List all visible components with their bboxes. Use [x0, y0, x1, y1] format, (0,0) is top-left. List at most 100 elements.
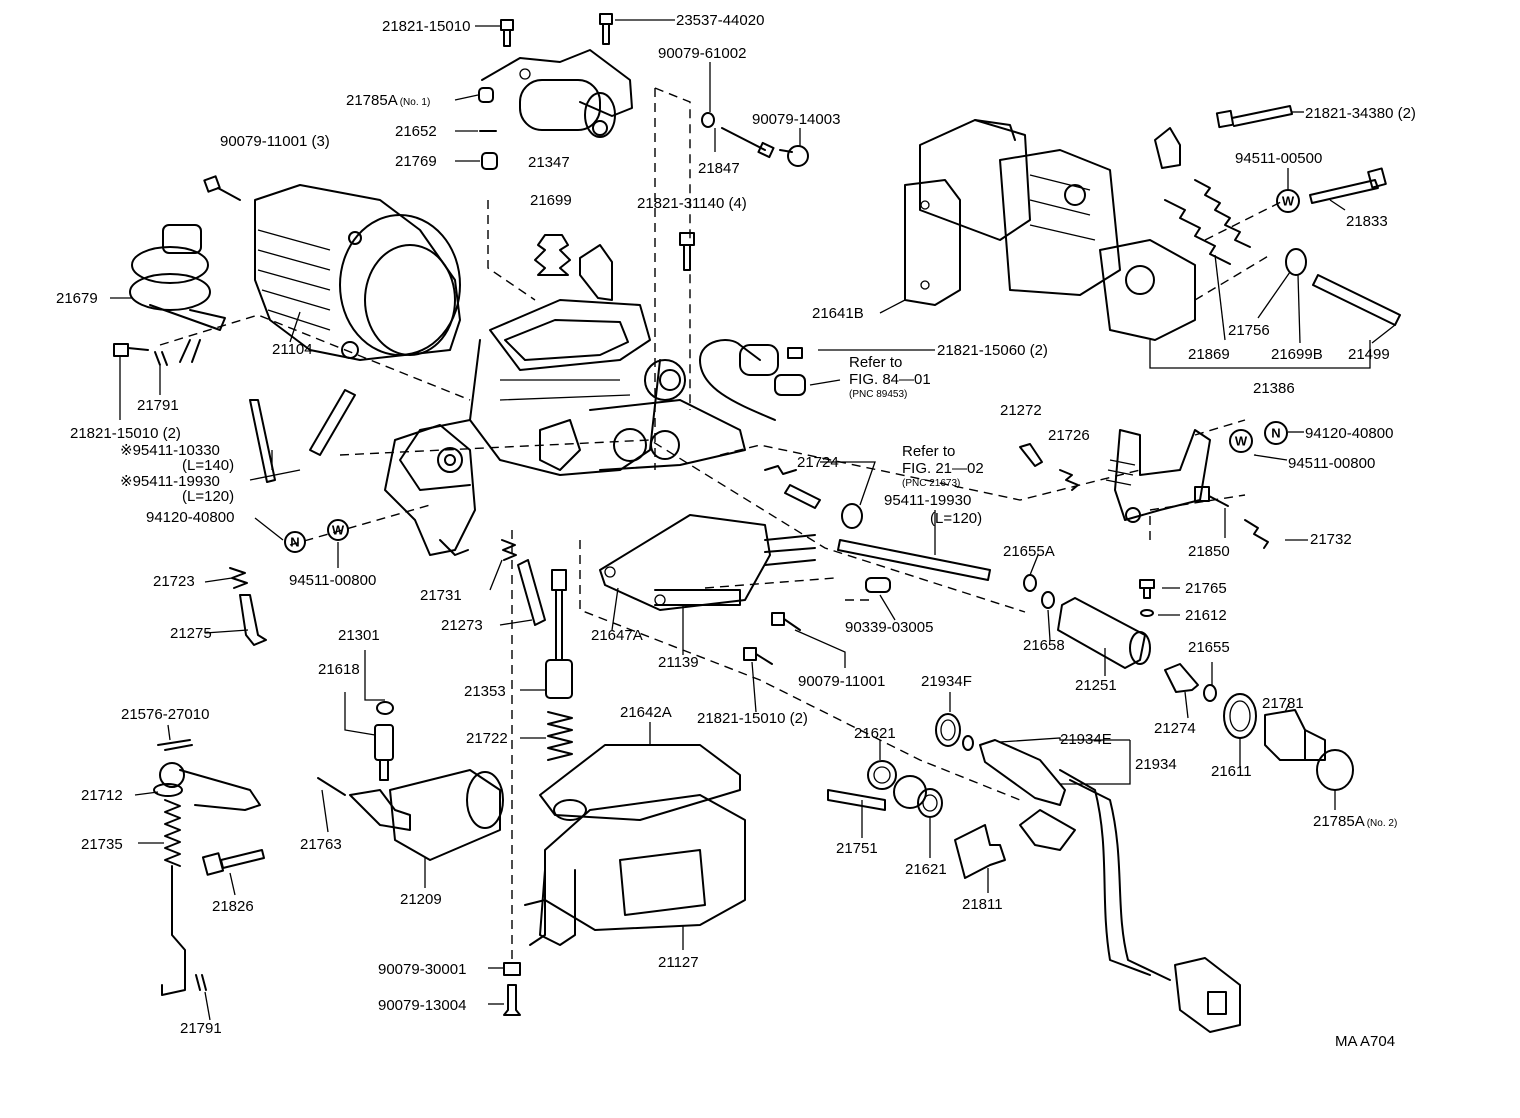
label-21655: 21655	[1188, 639, 1230, 656]
label-90079-11001-mid: 90079-11001	[798, 673, 885, 690]
nut-90079-30001	[503, 962, 521, 976]
bracket-21647a	[599, 514, 816, 611]
washer-n-right: N	[1264, 421, 1288, 445]
throttle-linkage	[384, 424, 476, 556]
bolt-21821-15010-2-left	[113, 343, 149, 357]
label-21850: 21850	[1188, 543, 1230, 560]
label-fig-84-01: FIG. 84—01	[849, 371, 931, 388]
boot-21699	[534, 234, 571, 276]
solenoid-21347	[481, 49, 633, 138]
label-21273: 21273	[441, 617, 483, 634]
label-94120-40800-left: 94120-40800	[146, 509, 234, 526]
label-21821-15010-2-left: 21821-15010 (2)	[70, 425, 181, 442]
screw-90079-13004	[503, 984, 521, 1016]
label-21104: 21104	[272, 341, 313, 358]
label-21934e: 21934E	[1060, 731, 1112, 748]
switch-21781	[1264, 709, 1326, 761]
spring-21735	[161, 799, 186, 996]
label-94511-00800-left: 94511-00800	[289, 572, 376, 589]
label-21735: 21735	[81, 836, 123, 853]
gasket-21621-top	[867, 760, 897, 790]
label-21658: 21658	[1023, 637, 1065, 654]
hose-21751	[827, 775, 927, 811]
rod-95411-19930-mid	[837, 539, 991, 581]
label-21621-top: 21621	[854, 725, 896, 742]
label-l120-mid: (L=120)	[930, 510, 982, 527]
washer-w-right-mark: W	[1235, 434, 1248, 449]
screw-21272	[1019, 443, 1043, 467]
oring-21658	[1041, 591, 1055, 609]
gasket-21934f	[935, 713, 961, 747]
label-21722: 21722	[466, 730, 508, 747]
label-21499: 21499	[1348, 346, 1390, 363]
jet-21301	[376, 701, 394, 715]
bracket-top-right	[1154, 127, 1181, 169]
lever-assembly-right	[1105, 429, 1211, 523]
label-21769: 21769	[395, 153, 437, 170]
bolt-21821-34380-2	[1215, 105, 1293, 129]
leader-lines	[110, 19, 1396, 1021]
label-21723: 21723	[153, 573, 195, 590]
label-94511-00800-right: 94511-00800	[1288, 455, 1375, 472]
oring-21934e	[962, 735, 974, 751]
label-21139: 21139	[658, 654, 699, 671]
clip-21576-27010	[157, 739, 193, 751]
washer-n-right-mark: N	[1271, 426, 1280, 441]
cap-small-21724	[841, 503, 863, 529]
label-21274: 21274	[1154, 720, 1196, 737]
screw-90079-14003	[779, 145, 809, 167]
cap-21785a-no2	[1316, 749, 1354, 791]
ring-21612	[1140, 609, 1154, 617]
label-21821-31140-4: 21821-31140 (4)	[637, 195, 747, 212]
screw-21273	[517, 559, 546, 626]
screw-21765	[1139, 579, 1155, 599]
choke-assembly-21641b	[904, 119, 1196, 341]
screw-21275	[239, 594, 267, 646]
label-21127: 21127	[658, 954, 699, 971]
label-21652: 21652	[395, 123, 437, 140]
gasket-21642a	[539, 744, 741, 821]
rod-95411-10330	[249, 399, 276, 483]
label-21833: 21833	[1346, 213, 1388, 230]
label-21821-15010-top: 21821-15010	[382, 18, 470, 35]
label-94120-40800-right: 94120-40800	[1305, 425, 1393, 442]
part-labels: 21821-15010 23537-44020 90079-61002 2178…	[56, 12, 1416, 1050]
label-21785a-no2: 21785A(No. 2)	[1313, 813, 1397, 830]
label-21785a-no1: 21785A(No. 1)	[346, 92, 430, 109]
bolt-21850	[1194, 486, 1229, 507]
label-pnc-21673: (PNC 21673)	[902, 478, 960, 489]
label-90079-13004: 90079-13004	[378, 997, 466, 1014]
rod-21499	[1312, 274, 1401, 326]
needle-21847	[721, 127, 775, 159]
spring-21723	[229, 567, 248, 589]
rod-95411-19930-left	[309, 389, 356, 456]
label-21612: 21612	[1185, 607, 1227, 624]
label-21826: 21826	[212, 898, 254, 915]
bolt-21811	[954, 824, 1006, 879]
washer-w-top-right-mark: W	[1282, 194, 1295, 209]
label-21763: 21763	[300, 836, 342, 853]
bracket-small	[579, 244, 613, 301]
label-21699b: 21699B	[1271, 346, 1323, 363]
label-21934: 21934	[1135, 756, 1177, 773]
bolt-21821-15010-2-mid	[743, 647, 773, 665]
label-23537-44020: 23537-44020	[676, 12, 764, 29]
label-95411-19930-left: ※95411-19930	[120, 473, 220, 490]
label-21726: 21726	[1048, 427, 1090, 444]
label-ma-a704: MA A704	[1335, 1033, 1395, 1050]
spring-21722	[547, 711, 573, 761]
label-l120-left: (L=120)	[182, 488, 234, 505]
label-21386: 21386	[1253, 380, 1295, 397]
bushing-21699b	[1285, 248, 1307, 276]
label-21353: 21353	[464, 683, 506, 700]
bolt-21826	[201, 849, 265, 876]
float-bowl-21127	[524, 794, 746, 946]
gasket-21621-bot	[917, 788, 943, 818]
needle-21353	[545, 569, 573, 699]
valve-21274	[1164, 663, 1199, 693]
label-21642a: 21642A	[620, 704, 672, 721]
pin-21833	[1309, 167, 1387, 204]
label-21611: 21611	[1211, 763, 1252, 780]
diaphragm-21679	[129, 224, 226, 363]
housing-21104	[254, 184, 461, 361]
